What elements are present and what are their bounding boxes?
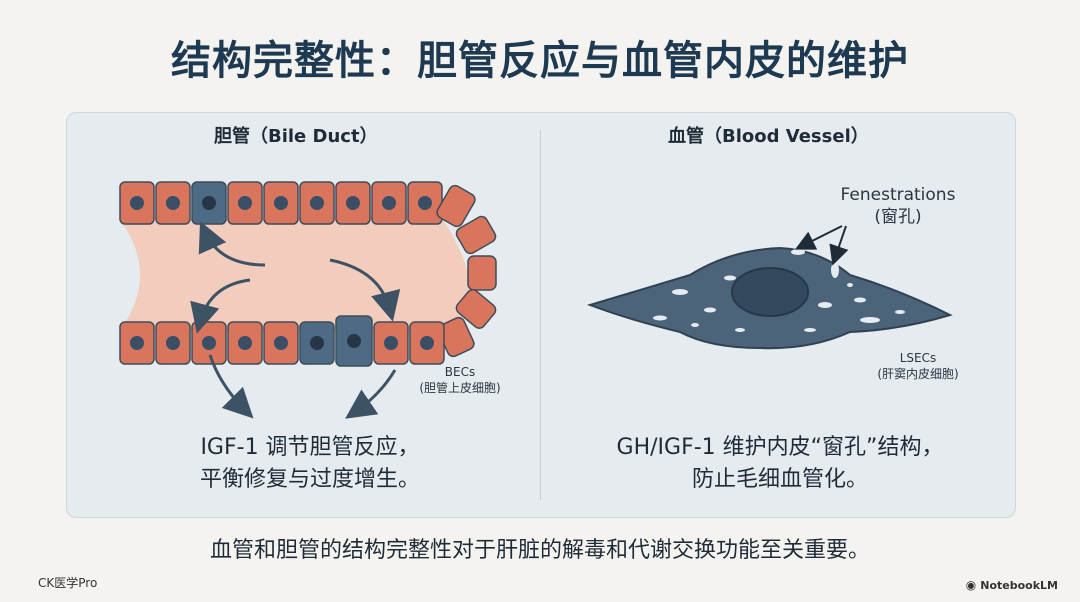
top-cell-row [120, 182, 442, 224]
lsec-label-title: LSECs [858, 350, 978, 366]
blood-vessel-caption-line1: GH/IGF-1 维护内皮“窗孔”结构， [590, 432, 970, 464]
bec-label-subtitle: (胆管上皮细胞) [410, 380, 510, 396]
fenestrations-label-title: Fenestrations [828, 184, 968, 206]
duct-lumen [120, 215, 470, 335]
bec-label-title: BECs [410, 364, 510, 380]
bile-duct-caption-line1: IGF-1 调节胆管反应， [160, 432, 460, 464]
watermark-text: CK医学Pro [38, 574, 97, 591]
brand-label: NotebookLM [980, 579, 1058, 592]
brand-mark: ◉ NotebookLM [966, 578, 1058, 592]
lsec-label: LSECs (肝窦内皮细胞) [858, 350, 978, 382]
lsec-nucleus [732, 268, 808, 316]
blood-vessel-caption: GH/IGF-1 维护内皮“窗孔”结构， 防止毛细血管化。 [590, 432, 970, 496]
summary-note: 血管和胆管的结构完整性对于肝脏的解毒和代谢交换功能至关重要。 [0, 532, 1080, 564]
bottom-cell-row [120, 316, 444, 366]
bile-duct-heading: 胆管（Bile Duct） [214, 122, 378, 148]
lsec-label-subtitle: (肝窦内皮细胞) [858, 366, 978, 382]
blood-vessel-heading: 血管（Blood Vessel） [668, 122, 869, 148]
lsec-illustration [580, 220, 960, 360]
bec-label: BECs (胆管上皮细胞) [410, 364, 510, 396]
bile-duct-caption: IGF-1 调节胆管反应， 平衡修复与过度增生。 [160, 432, 460, 496]
blood-vessel-caption-line2: 防止毛细血管化。 [590, 464, 970, 496]
bile-duct-caption-line2: 平衡修复与过度增生。 [160, 464, 460, 496]
page-title: 结构完整性：胆管反应与血管内皮的维护 [0, 28, 1080, 86]
notebooklm-icon: ◉ [966, 578, 976, 592]
panel-divider [540, 130, 541, 500]
